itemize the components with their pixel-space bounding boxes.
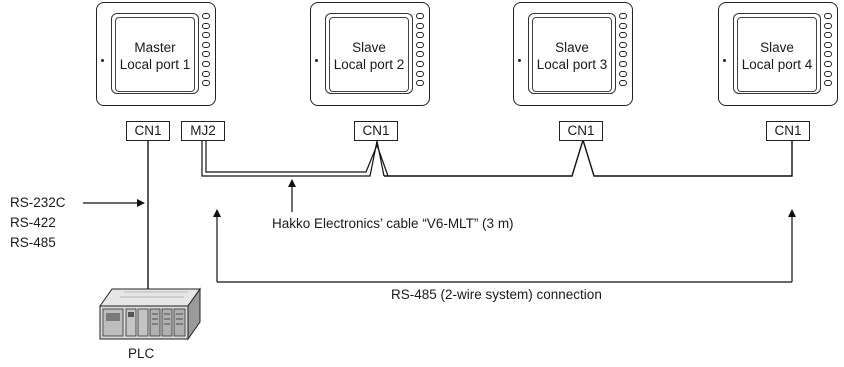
unit-port-label: Local port 2	[333, 57, 405, 72]
port-cn1-master: CN1	[126, 121, 170, 141]
port-cn1-slave-2: CN1	[354, 121, 398, 141]
hmi-function-keys	[824, 13, 832, 90]
protocol-label-rs422: RS-422	[10, 215, 56, 230]
unit-role-label: Slave	[760, 40, 794, 55]
protocol-label-rs485: RS-485	[10, 235, 56, 250]
unit-port-label: Local port 4	[741, 57, 813, 72]
hmi-unit-slave-3: Slave Local port 3	[513, 2, 635, 106]
hmi-status-led	[518, 59, 521, 62]
unit-role-label: Slave	[352, 40, 386, 55]
unit-role-label: Slave	[555, 40, 589, 55]
unit-role-label: Master	[134, 40, 176, 55]
hmi-screen: Slave Local port 4	[733, 13, 821, 94]
hmi-unit-master: Master Local port 1	[96, 2, 218, 106]
protocol-label-rs232c: RS-232C	[10, 195, 66, 210]
v6-mlt-cable	[201, 139, 385, 177]
connection-label: RS-485 (2-wire system) connection	[391, 287, 602, 302]
hmi-unit-slave-4: Slave Local port 4	[718, 2, 840, 106]
hmi-screen: Slave Local port 3	[528, 13, 616, 94]
unit-port-label: Local port 3	[536, 57, 608, 72]
hmi-status-led	[315, 59, 318, 62]
hmi-screen: Master Local port 1	[111, 13, 199, 94]
hmi-function-keys	[202, 13, 210, 90]
hmi-screen: Slave Local port 2	[325, 13, 413, 94]
cable-label: Hakko Electronics’ cable “V6-MLT” (3 m)	[272, 216, 514, 231]
hmi-status-led	[723, 59, 726, 62]
port-cn1-slave-3: CN1	[559, 121, 603, 141]
hmi-function-keys	[416, 13, 424, 90]
port-mj2-master: MJ2	[181, 121, 225, 141]
plc-label: PLC	[128, 346, 155, 361]
hmi-function-keys	[619, 13, 627, 90]
plc-icon	[99, 287, 201, 341]
v6-mlt-cable-inner	[205, 139, 389, 177]
rs485-chain-cable	[384, 137, 793, 177]
hmi-status-led	[101, 59, 104, 62]
hmi-unit-slave-2: Slave Local port 2	[310, 2, 432, 106]
unit-port-label: Local port 1	[119, 57, 191, 72]
port-cn1-slave-4: CN1	[766, 121, 810, 141]
